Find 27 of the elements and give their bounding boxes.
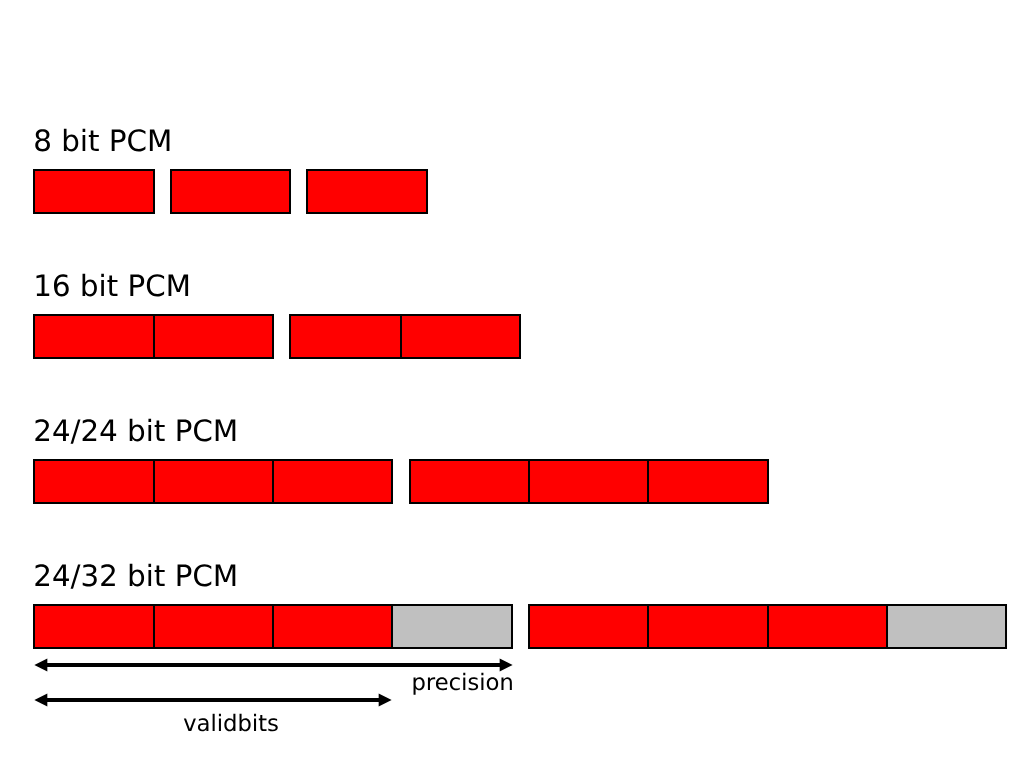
byte-box xyxy=(647,604,769,649)
byte-box xyxy=(33,459,155,504)
byte-box xyxy=(33,604,155,649)
byte-box xyxy=(153,314,274,359)
row-label: 8 bit PCM xyxy=(35,128,170,152)
byte-box xyxy=(400,314,521,359)
byte-box xyxy=(767,604,888,649)
row-label: 24/32 bit PCM xyxy=(35,563,236,589)
padding-box xyxy=(886,604,1007,649)
byte-box xyxy=(33,314,155,359)
byte-box xyxy=(272,459,393,504)
byte-box xyxy=(528,459,649,504)
row-label: 16 bit PCM xyxy=(36,273,189,297)
padding-box xyxy=(391,604,513,649)
byte-box xyxy=(33,169,155,214)
byte-box xyxy=(306,169,428,214)
byte-box xyxy=(153,604,274,649)
byte-box xyxy=(170,169,291,214)
row-label: 24/24 bit PCM xyxy=(35,418,236,444)
byte-box xyxy=(153,459,274,504)
dimension-label: validbits xyxy=(183,713,278,732)
byte-box xyxy=(647,459,769,504)
dimension-label: precision xyxy=(413,672,512,695)
byte-box xyxy=(409,459,530,504)
byte-box xyxy=(289,314,402,359)
byte-box xyxy=(528,604,649,649)
byte-box xyxy=(272,604,393,649)
